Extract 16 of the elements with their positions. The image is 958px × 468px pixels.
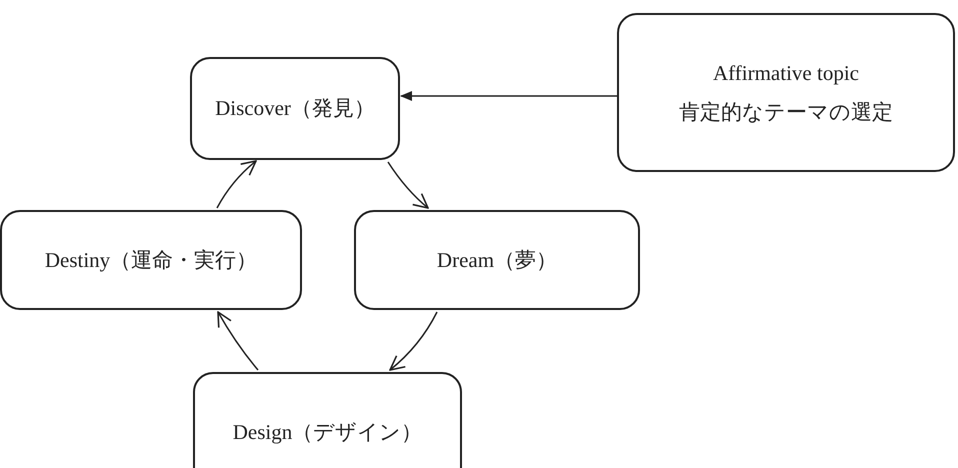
arrow <box>387 162 429 209</box>
process-box <box>190 57 400 160</box>
arrow <box>400 91 617 101</box>
box-label: Dream（夢） <box>436 246 558 274</box>
process-box <box>617 13 955 172</box>
process-box <box>193 372 462 468</box>
box-label: 肯定的なテーマの選定 <box>679 98 893 126</box>
box-label: Affirmative topic <box>713 60 859 86</box>
arrow <box>389 312 438 371</box>
process-box <box>354 210 640 310</box>
arrow <box>217 311 259 370</box>
box-label: Destiny（運命・実行） <box>44 246 258 274</box>
box-label: Discover（発見） <box>215 95 375 122</box>
process-box <box>0 210 302 310</box>
arrow <box>216 160 257 208</box>
box-label: Design（デザイン） <box>232 418 422 446</box>
